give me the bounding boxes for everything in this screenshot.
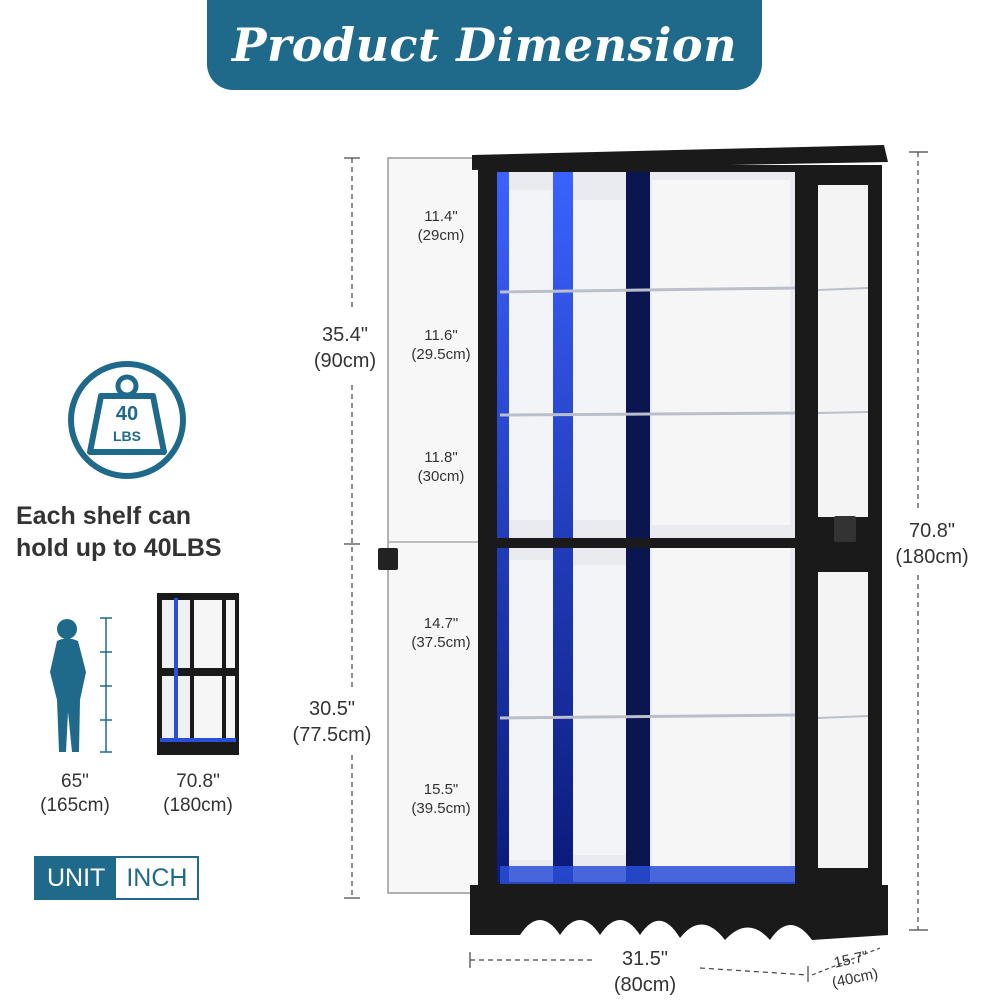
shelf-capacity-note: Each shelf can hold up to 40LBS [16,500,222,564]
upper-section-inch: 35.4" [321,324,369,346]
unit-indicator: UNIT INCH [34,856,200,900]
shelf-gap-label: 15.5" (39.5cm) [396,780,486,818]
shelf-gap-5-inch: 15.5" [423,781,459,798]
shelf-note-line-2: hold up to 40LBS [16,534,222,562]
mini-cabinet-icon [157,593,239,755]
width-dimension: 31.5" (80cm) [590,946,700,998]
cabinet-height-label: 70.8" (180cm) [143,770,253,818]
lower-section-inch: 30.5" [308,698,356,720]
shelf-gap-4-cm: (37.5cm) [411,634,471,651]
upper-section-height: 35.4" (90cm) [290,322,400,374]
weight-unit: LBS [113,428,141,444]
cabinet-height-inch: 70.8" [176,771,220,792]
cabinet-height-cm: (180cm) [163,795,233,816]
open-glass-door [378,157,481,894]
weight-icon [68,361,186,479]
banner-title: Product Dimension [231,18,738,72]
shelf-gap-3-inch: 11.8" [424,449,458,466]
lower-section-cm: (77.5cm) [292,724,372,746]
person-height-scale [100,617,112,753]
lower-section-height: 30.5" (77.5cm) [272,696,392,748]
shelf-gap-1-cm: (29cm) [417,227,465,244]
unit-label: UNIT [36,858,117,898]
shelf-note-line-1: Each shelf can [16,502,192,530]
width-cm: (80cm) [613,974,677,996]
upper-section-cm: (90cm) [313,350,377,372]
weight-value: 40 [115,403,139,425]
shelf-gap-3-cm: (30cm) [417,468,465,485]
title-banner: Product Dimension [207,0,762,90]
shelf-gap-label: 11.6" (29.5cm) [396,326,486,364]
height-dimension-lines [344,151,928,982]
person-height-cm: (165cm) [40,795,110,816]
shelf-gap-label: 11.8" (30cm) [396,448,486,486]
shelf-gap-1-inch: 11.4" [424,208,458,225]
total-height-inch: 70.8" [908,520,956,542]
shelf-gap-4-inch: 14.7" [423,615,459,632]
total-height-cm: (180cm) [895,546,969,568]
shelf-gap-5-cm: (39.5cm) [411,800,471,817]
shelf-gap-2-cm: (29.5cm) [411,346,471,363]
total-height: 70.8" (180cm) [872,518,992,570]
person-silhouette-icon [50,619,86,752]
person-height-inch: 65" [61,771,89,792]
width-inch: 31.5" [621,948,669,970]
shelf-gap-label: 11.4" (29cm) [396,207,486,245]
person-height-label: 65" (165cm) [20,770,130,818]
shelf-gap-2-inch: 11.6" [424,327,458,344]
shelf-gap-label: 14.7" (37.5cm) [396,614,486,652]
display-cabinet [470,145,888,940]
unit-value: INCH [116,858,198,898]
